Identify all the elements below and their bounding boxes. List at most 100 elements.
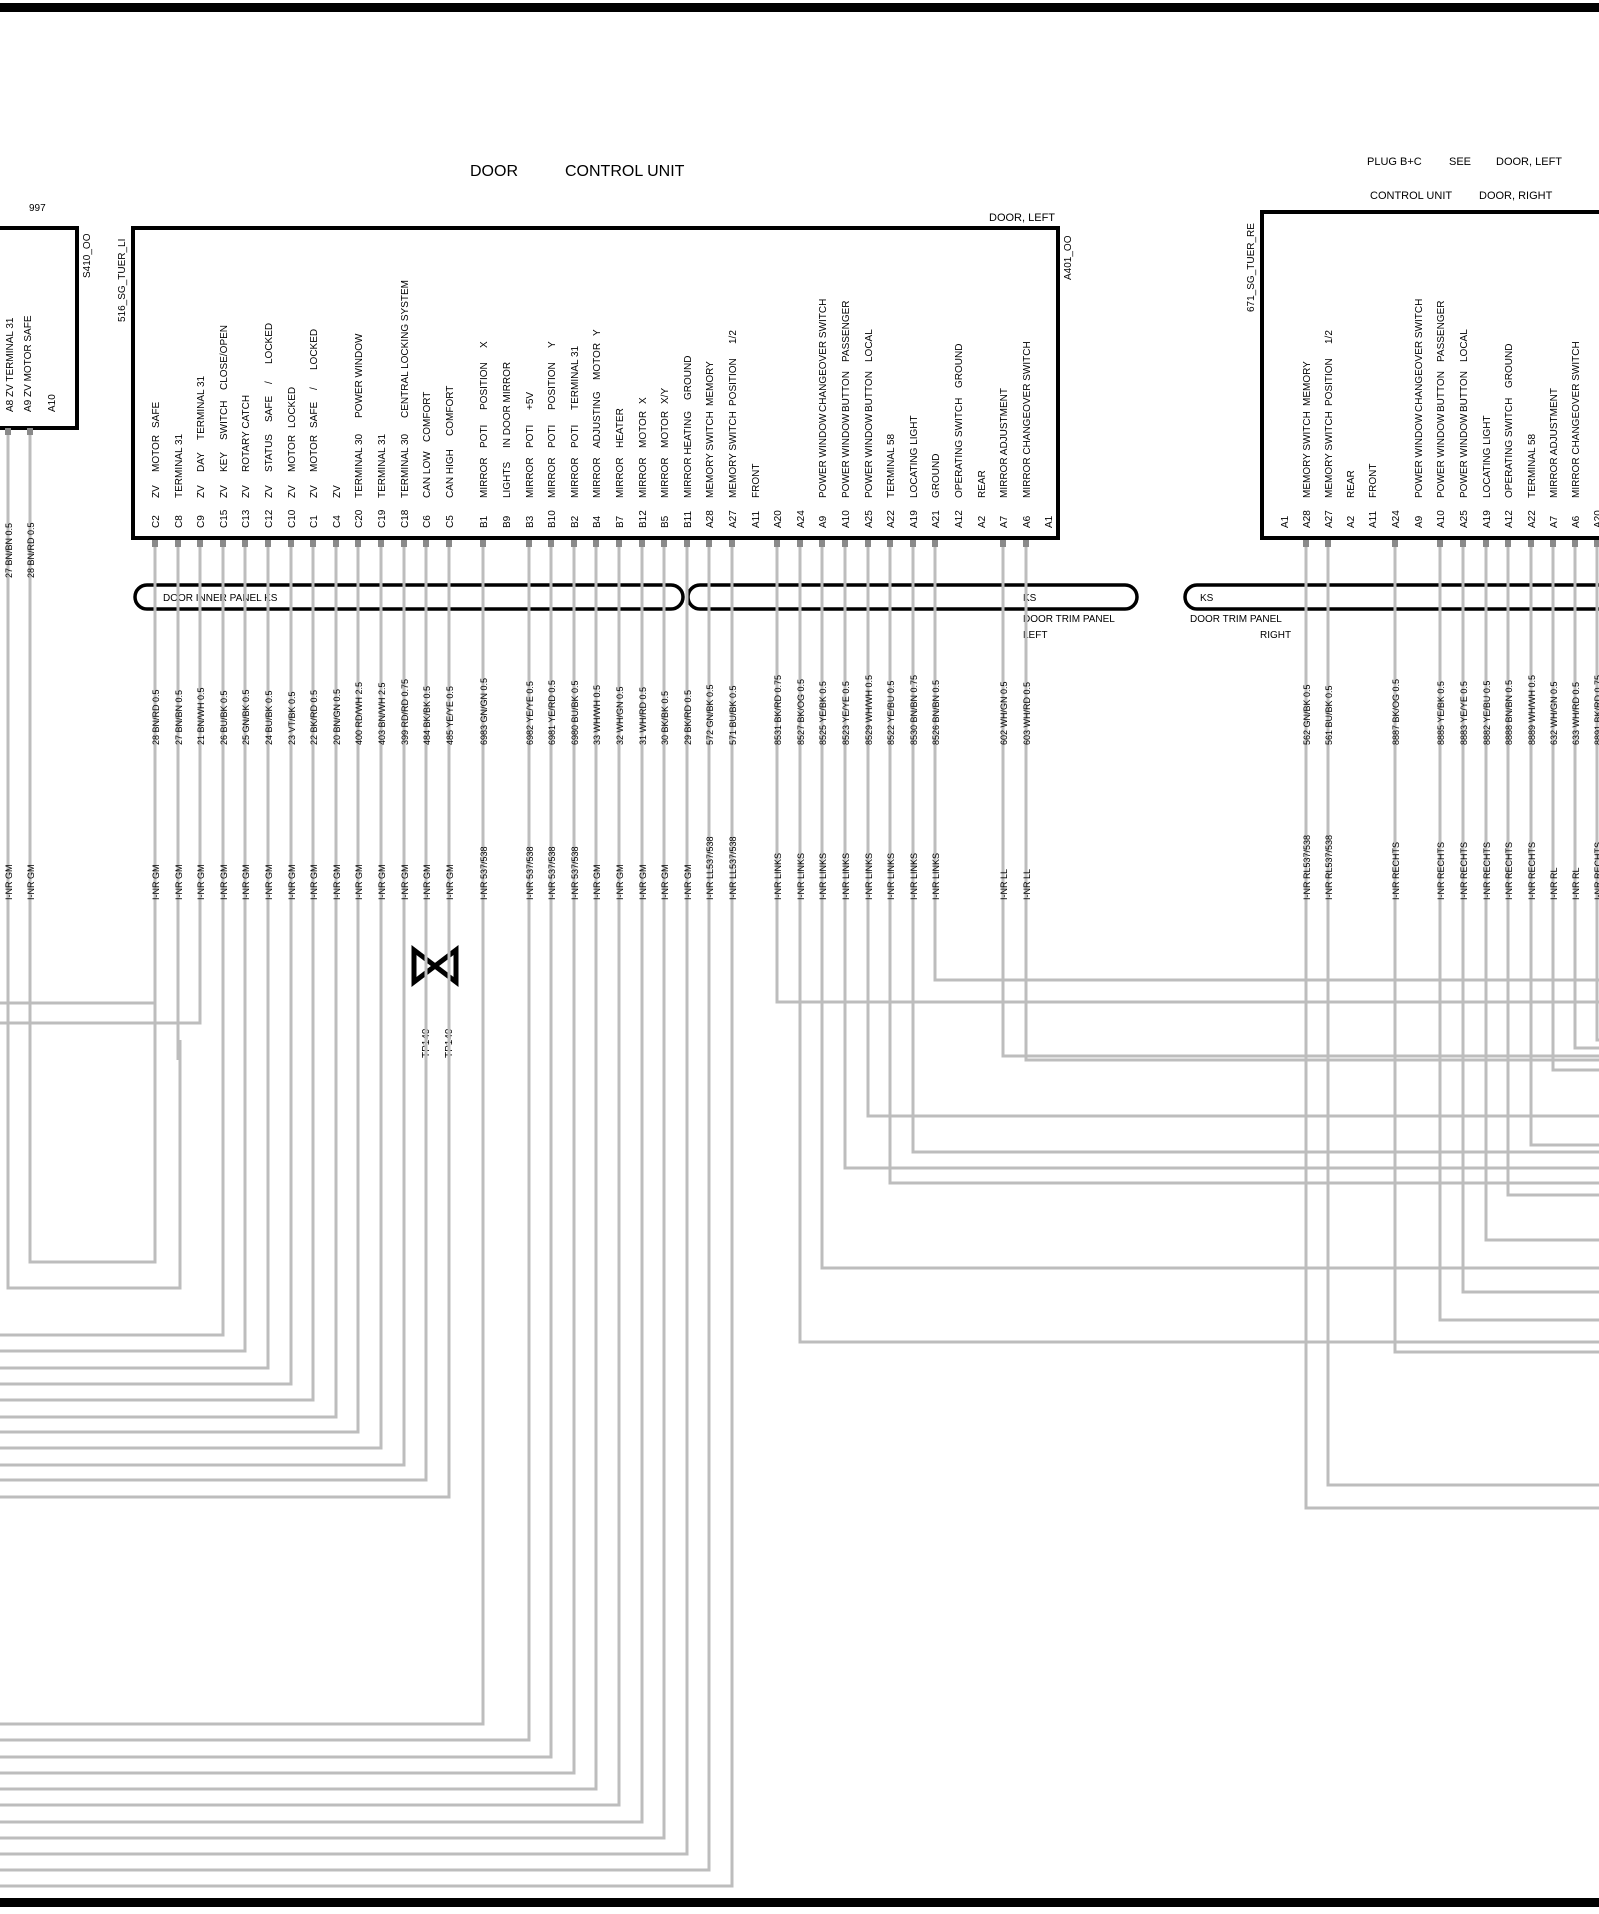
pin-terminal — [639, 540, 645, 547]
wire-route — [0, 545, 689, 1856]
pin-function: MIRROR CHANGEOVER SWITCH — [1022, 341, 1033, 498]
location-label: I-NR 537/538 — [547, 846, 557, 900]
wire-route — [1461, 545, 1599, 1294]
pin-number: B7 — [615, 515, 626, 528]
pin-function: MEMORY — [705, 361, 716, 406]
wire-label: 8526 BN/BN 0.5 — [931, 680, 941, 745]
pin-function: SAFE — [309, 402, 320, 428]
pin-terminal — [265, 540, 271, 547]
wire-route — [0, 545, 293, 1386]
wire-route — [0, 545, 247, 1353]
pin-terminal — [197, 540, 203, 547]
wire-label: 33 WH/WH 0.5 — [592, 685, 602, 745]
pin-function: LOCATING LIGHT — [909, 415, 920, 498]
wire-label: 8529 WH/WH 0.5 — [864, 675, 874, 745]
location-label: I-NR RL537/538 — [1302, 835, 1312, 900]
location-label: I-NR GM — [445, 865, 455, 901]
pin-function: MIRROR ADJUSTMENT — [999, 388, 1010, 498]
pin-function: MEMORY SWITCH — [1302, 411, 1313, 498]
wire-label: 27 BN/BN 0.5 — [174, 690, 184, 745]
wire-label: 632 WH/GN 0.5 — [1549, 681, 1559, 745]
pin-function: POTI — [570, 425, 581, 448]
pin-function: ZV — [219, 485, 230, 498]
location-label: I-NR LINKS — [818, 853, 828, 900]
wire-label: 29 BK/RD 0.5 — [683, 690, 693, 745]
pin-function: FRONT — [1368, 464, 1379, 498]
pin-number: A20 — [1593, 510, 1599, 528]
pin-function: POWER WINDOW — [1459, 413, 1470, 498]
pin-terminal — [1460, 540, 1466, 547]
pin-function: KEY — [219, 452, 230, 472]
fragment-id: S410_OO — [82, 233, 93, 278]
location-label: I-NR GM — [241, 865, 251, 901]
pin-number: A1 — [1280, 515, 1291, 528]
pin-function: CAN LOW — [422, 451, 433, 498]
pin-terminal — [1572, 540, 1578, 547]
wire-label: 8530 BN/BN 0.75 — [909, 675, 919, 745]
pin-number: B12 — [638, 510, 649, 528]
pin-function: MEMORY SWITCH — [1324, 411, 1335, 498]
wire-label: 6982 YE/YE 0.5 — [525, 681, 535, 745]
pin-function: TERMINAL 58 — [1527, 433, 1538, 498]
location-label: I-NR GM — [660, 865, 670, 901]
wire-route — [0, 545, 485, 1726]
pin-number: B4 — [592, 515, 603, 528]
pin-function: CENTRAL LOCKING SYSTEM — [400, 280, 411, 418]
location-label: I-NR GM — [615, 865, 625, 901]
wire-route — [0, 545, 406, 1467]
pin-function: OPERATING SWITCH — [1504, 398, 1515, 498]
wire-label: 20 BN/GN 0.5 — [332, 689, 342, 745]
pin-number: B9 — [502, 515, 513, 528]
pin-function: POSITION — [547, 362, 558, 410]
pin-number: A28 — [705, 510, 716, 528]
pin-number: B1 — [479, 515, 490, 528]
location-label: I-NR GM — [264, 865, 274, 901]
wire-label: 27 BN/BN 0.5 — [4, 523, 14, 578]
pin-terminal — [729, 540, 735, 547]
wire-route — [28, 435, 157, 1264]
pin-number: A2 — [1346, 515, 1357, 528]
wire-label: 24 BU/BK 0.5 — [264, 690, 274, 745]
pin-function: MOTOR — [287, 435, 298, 472]
pin-function: COMFORT — [445, 386, 456, 436]
location-label: I-NR LINKS — [886, 853, 896, 900]
pin-function: TERMINAL 31 — [377, 433, 388, 498]
pin-function: GROUND — [1504, 344, 1515, 388]
wire-route — [0, 545, 157, 1005]
pin-number: A6 — [1571, 515, 1582, 528]
pin-function: ZV — [309, 485, 320, 498]
wire-route — [0, 545, 451, 1499]
wire-route — [0, 545, 225, 1337]
wire-label: 8523 YE/YE 0.5 — [841, 681, 851, 745]
pin-function: MOTOR — [592, 343, 603, 380]
plug-note-5: DOOR, RIGHT — [1479, 190, 1553, 202]
harness-ks-left: KS — [1023, 593, 1037, 604]
pin-number: A21 — [931, 510, 942, 528]
harness-inner-label: DOOR INNER PANEL KS — [163, 593, 278, 604]
location-label: I-NR RECHTS — [1391, 842, 1401, 900]
pin-function: / — [264, 381, 275, 384]
wire-route — [911, 545, 1599, 1154]
wire-label: 633 WH/RD 0.5 — [1571, 682, 1581, 745]
wire-route — [0, 545, 202, 1025]
location-label: I-NR GM — [196, 865, 206, 901]
pin-number: C6 — [422, 515, 433, 528]
pin-function: MIRROR — [592, 457, 603, 498]
pin-number: C12 — [264, 509, 275, 528]
wire-label: 561 BU/BK 0.5 — [1324, 685, 1334, 745]
wire-label: 25 GN/BK 0.5 — [241, 689, 251, 745]
pin-number: B5 — [660, 515, 671, 528]
pin-function: GROUND — [931, 454, 942, 498]
pin-number: A22 — [886, 510, 897, 528]
wire-route — [0, 545, 315, 1402]
wire-route — [888, 545, 1599, 1185]
pin-number: C2 — [151, 515, 162, 528]
wire-label: 400 RD/WH 2.5 — [354, 682, 364, 745]
pin-function: REAR — [1346, 470, 1357, 498]
pin-number: A6 — [1022, 515, 1033, 528]
pin-function: COMFORT — [422, 392, 433, 442]
location-label: I-NR GM — [354, 865, 364, 901]
wire-label: 8891 BK/RD 0.75 — [1593, 675, 1599, 745]
pin-function: TERMINAL 31 — [570, 345, 581, 410]
